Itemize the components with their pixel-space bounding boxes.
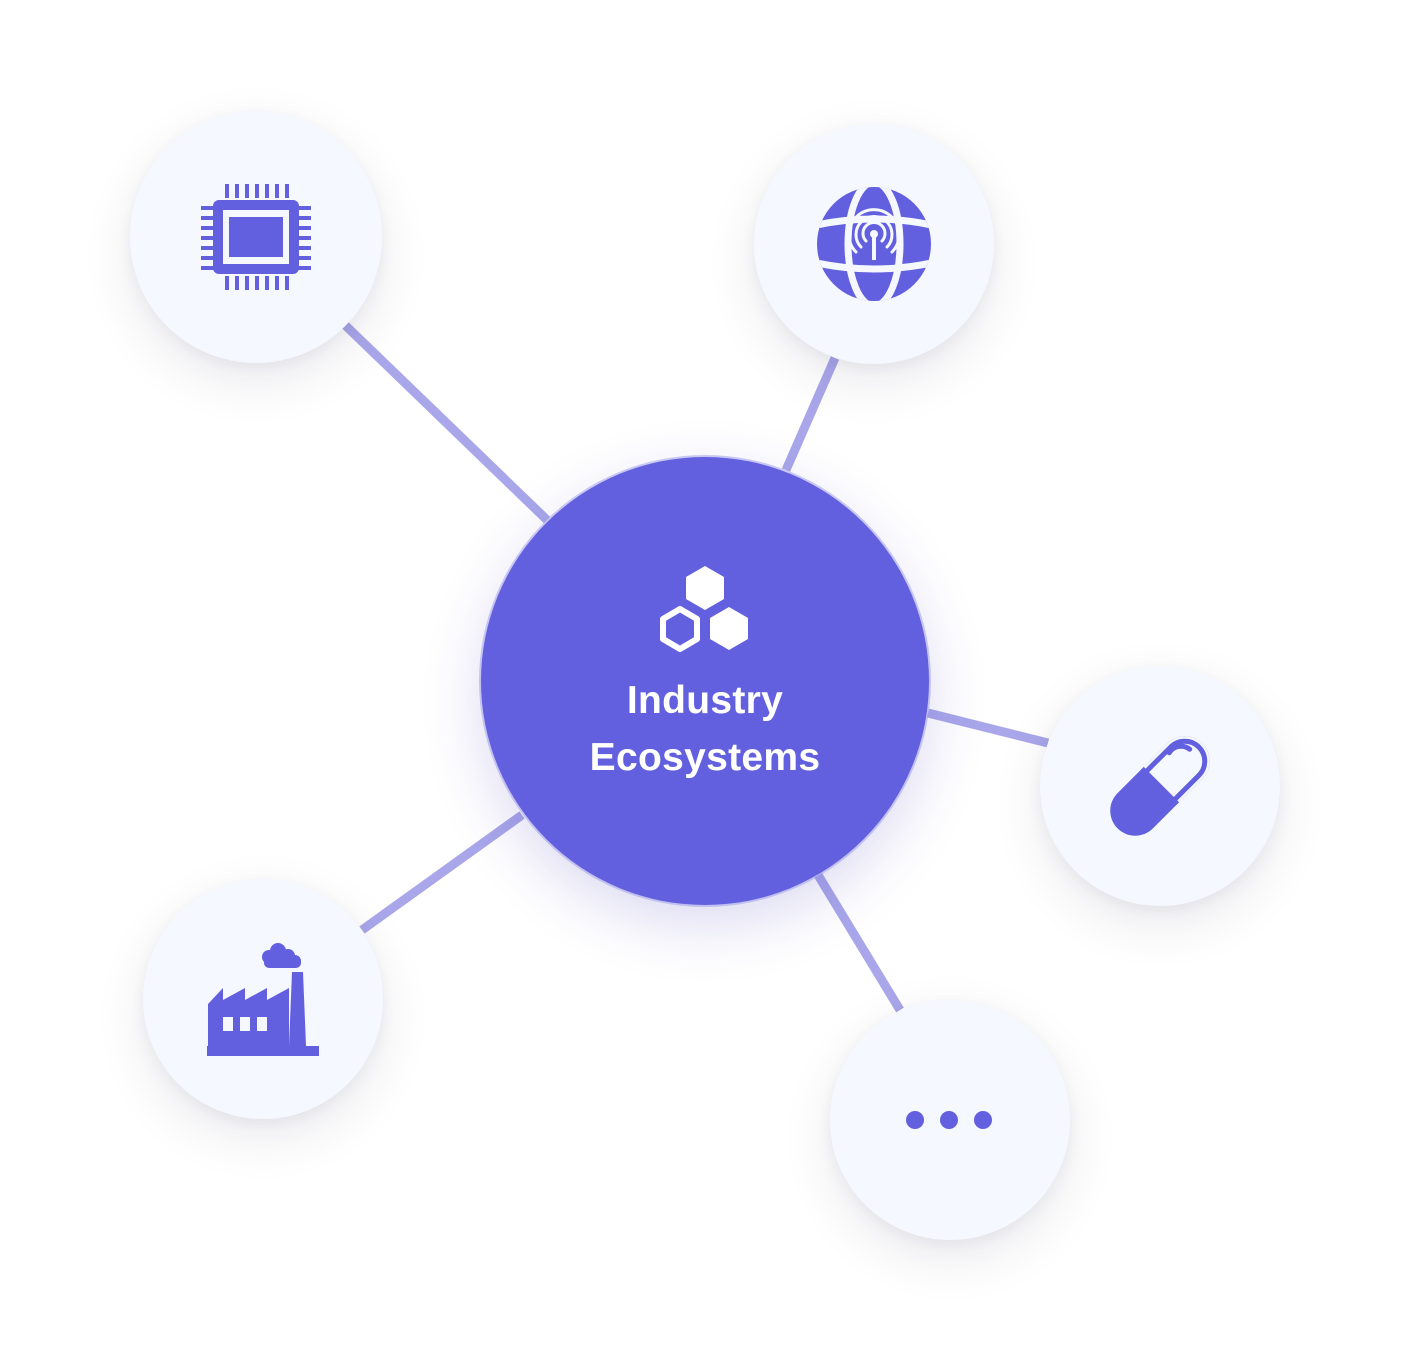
more-dots-icon	[906, 1111, 992, 1129]
capsule-pill-icon	[1110, 736, 1210, 836]
connector-globe	[781, 356, 840, 472]
node-more[interactable]	[830, 1000, 1070, 1240]
node-telecom[interactable]	[754, 124, 994, 364]
hexagon-cluster-icon	[660, 566, 748, 652]
connector-chip	[341, 321, 551, 524]
connector-factory	[359, 811, 525, 934]
hub-title-line2: Ecosystems	[589, 736, 821, 779]
factory-icon	[207, 943, 319, 1056]
node-semiconductor[interactable]	[130, 111, 382, 363]
hub-title: Industry Ecosystems	[590, 672, 821, 786]
globe-antenna-icon	[817, 187, 931, 301]
connector-more	[814, 872, 904, 1013]
microchip-icon	[201, 184, 311, 290]
node-pharma[interactable]	[1040, 666, 1280, 906]
hub-title-line1: Industry	[626, 679, 784, 722]
connector-pill	[926, 708, 1050, 748]
hub-industry-ecosystems[interactable]: Industry Ecosystems	[481, 457, 929, 905]
node-manufacturing[interactable]	[143, 879, 383, 1119]
